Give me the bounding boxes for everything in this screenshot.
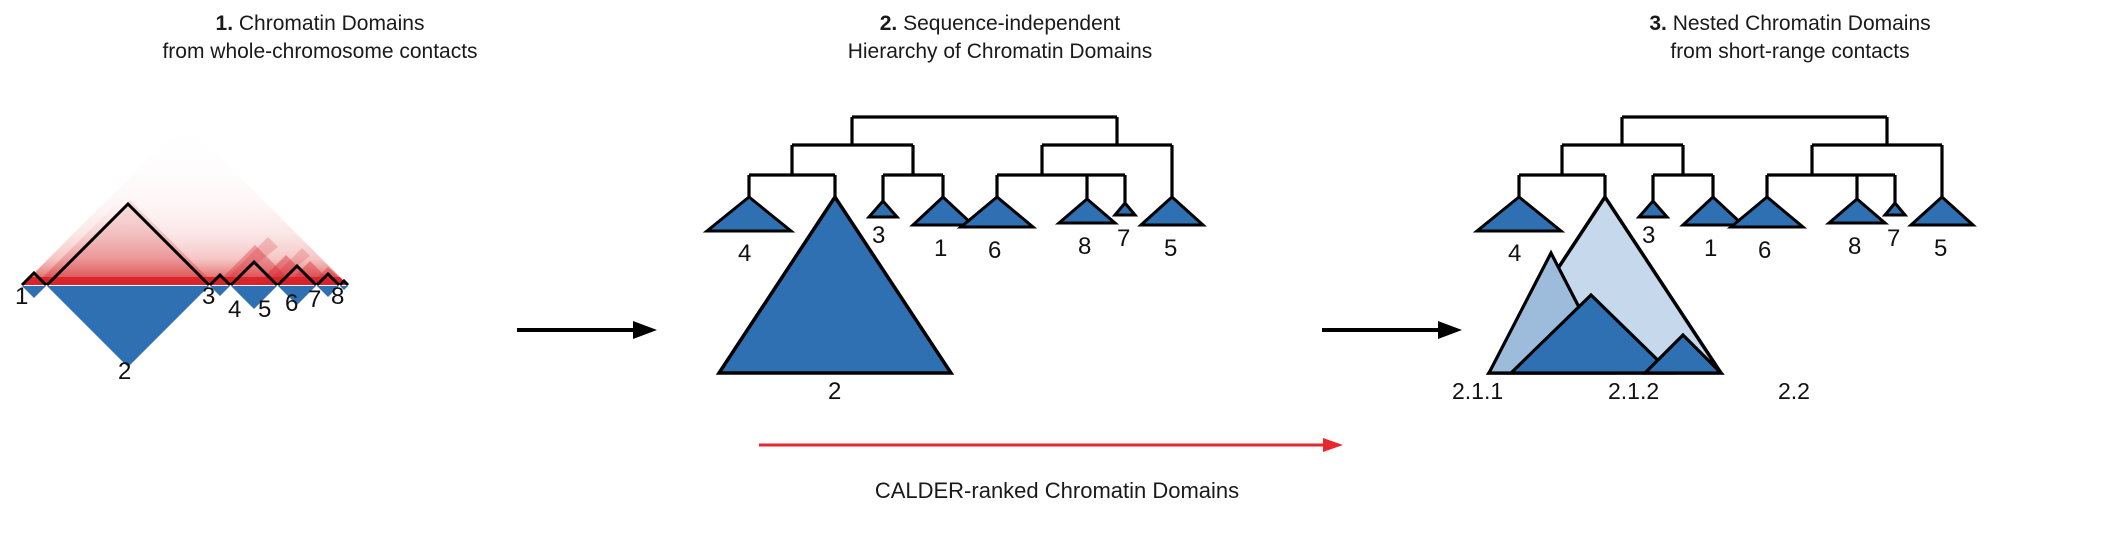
panel-3-label-5: 5 bbox=[1934, 235, 1948, 262]
arrow-panel2-to-panel3 bbox=[1322, 321, 1462, 339]
panel-2-label-8: 8 bbox=[1078, 233, 1092, 260]
leaf-triangle-4 bbox=[702, 195, 796, 233]
panel-3-nested-label-2-1-1: 2.1.1 bbox=[1452, 378, 1504, 404]
panel-1-domain-outlines bbox=[20, 201, 350, 287]
panel-3-nested-label-2-2: 2.2 bbox=[1778, 378, 1810, 404]
panel-2-label-4: 4 bbox=[738, 240, 752, 267]
leaf-triangle-4 bbox=[1472, 195, 1566, 233]
panel-2-title-line2: Hierarchy of Chromatin Domains bbox=[847, 40, 1153, 63]
panel-2-hierarchy-diagram bbox=[702, 115, 1207, 375]
panel-3-label-7: 7 bbox=[1887, 225, 1901, 252]
dendrogram-leaf-triangles bbox=[702, 194, 1207, 233]
leaf-triangle-7 bbox=[1111, 200, 1139, 217]
panel-2-label-7: 7 bbox=[1117, 225, 1131, 252]
leaf-triangle-7 bbox=[1881, 200, 1909, 217]
panel-1-label-5: 5 bbox=[258, 296, 272, 323]
leaf-triangle-2 bbox=[715, 193, 955, 375]
panel-3-title: 3. Nested Chromatin Domains from short-r… bbox=[1490, 10, 2090, 66]
leaf-triangle-8 bbox=[1824, 197, 1890, 225]
leaf-triangle-5 bbox=[1137, 194, 1207, 227]
panel-3-title-line1: Nested Chromatin Domains bbox=[1672, 12, 1931, 35]
panel-1-label-3: 3 bbox=[202, 283, 216, 310]
arrow-panel1-to-panel2 bbox=[517, 321, 657, 339]
calder-rank-arrow bbox=[759, 438, 1343, 452]
panel-2-label-1: 1 bbox=[934, 235, 948, 262]
leaf-triangle-6 bbox=[1726, 195, 1808, 229]
panel-1-heatmap-diagram bbox=[20, 122, 350, 367]
panel-3-nested-diagram bbox=[1472, 115, 1977, 375]
hic-contact-map bbox=[22, 122, 348, 285]
panel-3-label-6: 6 bbox=[1758, 237, 1772, 264]
panel-1-label-6: 6 bbox=[285, 290, 299, 317]
panel-3-title-line2: from short-range contacts bbox=[1670, 40, 1910, 63]
panel-1-title-line1: Chromatin Domains bbox=[238, 12, 425, 35]
panel-2-label-6: 6 bbox=[988, 237, 1002, 264]
leaf-triangle-1 bbox=[909, 194, 977, 227]
leaf-triangle-8 bbox=[1054, 197, 1120, 225]
leaf-triangle-3 bbox=[1635, 198, 1671, 219]
panel-2-number: 2. bbox=[879, 12, 898, 35]
panel-1-number: 1. bbox=[215, 12, 234, 35]
panel-1-domain-triangles bbox=[22, 286, 348, 367]
dendrogram-links-panel3 bbox=[1517, 115, 1944, 203]
nested-domain-2-2 bbox=[1641, 332, 1725, 375]
panel-2-title: 2. Sequence-independent Hierarchy of Chr… bbox=[700, 10, 1300, 66]
panel-2-title-line1: Sequence-independent bbox=[903, 12, 1121, 35]
panel-1-label-2: 2 bbox=[118, 358, 132, 385]
panel-3-label-1: 1 bbox=[1704, 235, 1718, 262]
panel-2-label-2: 2 bbox=[828, 378, 842, 405]
panel-3-number: 3. bbox=[1649, 12, 1667, 35]
panel-3-label-3: 3 bbox=[1642, 222, 1656, 249]
panel-1-label-7: 7 bbox=[308, 286, 322, 313]
panel-1-label-4: 4 bbox=[228, 296, 242, 323]
calder-rank-label: CALDER-ranked Chromatin Domains bbox=[874, 478, 1240, 503]
dendrogram-leaf-triangles-panel3 bbox=[1472, 194, 1977, 233]
panel-3-label-8: 8 bbox=[1848, 233, 1862, 260]
panel-1-label-1: 1 bbox=[15, 283, 29, 310]
panel-3-label-4: 4 bbox=[1508, 240, 1522, 267]
leaf-triangle-6 bbox=[956, 195, 1038, 229]
leaf-triangle-1 bbox=[1679, 194, 1747, 227]
panel-1-title: 1. Chromatin Domains from whole-chromoso… bbox=[20, 10, 620, 66]
panel-2-label-5: 5 bbox=[1164, 235, 1178, 262]
leaf-triangle-3 bbox=[865, 198, 901, 219]
dendrogram-links bbox=[747, 115, 1174, 203]
panel-2-label-3: 3 bbox=[872, 222, 886, 249]
nested-domain-2-1-2 bbox=[1507, 292, 1675, 375]
panel-1-label-8: 8 bbox=[331, 283, 345, 310]
leaf-triangle-5 bbox=[1907, 194, 1977, 227]
panel-1-title-line2: from whole-chromosome contacts bbox=[162, 40, 478, 63]
panel-3-nested-label-2-1-2: 2.1.2 bbox=[1608, 378, 1660, 404]
